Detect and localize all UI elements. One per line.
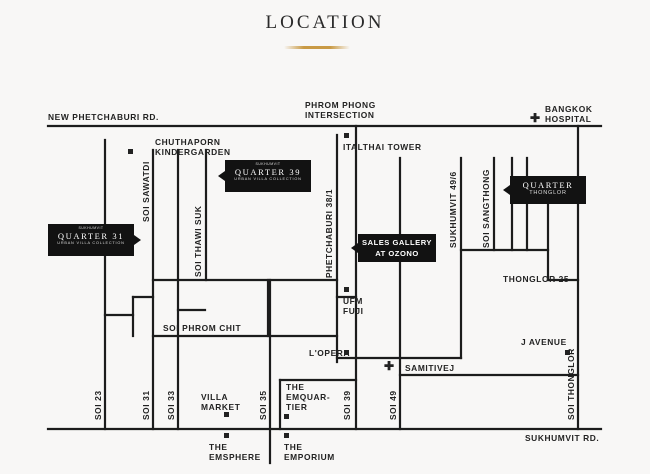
label-emsphere-line2: EMSPHERE <box>209 452 261 462</box>
sales-line1: SALES GALLERY <box>362 238 432 247</box>
road-label-samitivej: SAMITIVEJ <box>405 363 455 373</box>
project-tag-quarter-thonglor[interactable]: QUARTER THONGLOR <box>510 176 586 204</box>
road-label-thonglor-25: THONGLOR 25 <box>503 274 570 284</box>
project-tag-quarter-31[interactable]: SUKHUMVIT QUARTER 31 URBAN VILLA COLLECT… <box>48 224 134 256</box>
road-label-soi-49: SOI 49 <box>388 390 398 420</box>
label-chuthaporn-line2: KINDERGARDEN <box>155 147 231 157</box>
road-label-soi-sawatdi: SOI SAWATDI <box>141 161 151 222</box>
q39-pointer-icon <box>218 171 225 181</box>
chuthaporn-marker-icon <box>128 149 133 154</box>
label-bangkok-hospital-line1: BANGKOK <box>545 104 593 114</box>
road-label-new-phetchaburi: NEW PHETCHABURI RD. <box>48 112 159 122</box>
label-villa-market-line1: VILLA <box>201 392 229 402</box>
label-emporium-line2: EMPORIUM <box>284 452 335 462</box>
q31-sub: URBAN VILLA COLLECTION <box>57 241 125 245</box>
label-chuthaporn-line1: CHUTHAPORN <box>155 137 221 147</box>
label-emquartier-line2: EMQUAR- <box>286 392 331 402</box>
q31-pointer-icon <box>134 235 141 245</box>
qthonglor-name: QUARTER <box>522 180 574 190</box>
road-label-soi-33: SOI 33 <box>166 390 176 420</box>
label-j-avenue: J AVENUE <box>521 337 567 347</box>
label-emsphere-line1: THE <box>209 442 228 452</box>
road-label-soi-sangthong: SOI SANGTHONG <box>481 169 491 248</box>
road-label-soi-35: SOI 35 <box>258 390 268 420</box>
label-emquartier-line3: TIER <box>286 402 308 412</box>
emquartier-marker-icon <box>284 414 289 419</box>
villa-market-marker-icon <box>224 412 229 417</box>
samitivej-cross-icon: ✚ <box>384 359 395 373</box>
q31-small: SUKHUMVIT <box>78 226 104 230</box>
road-label-phetchaburi-38-1: PHETCHABURI 38/1 <box>324 188 334 278</box>
sales-pointer-icon <box>351 243 358 253</box>
emsphere-marker-icon <box>224 433 229 438</box>
road-label-soi-thonglor: SOI THONGLOR <box>566 348 576 420</box>
sales-gallery-tag[interactable]: SALES GALLERY AT OZONO <box>358 234 436 262</box>
q39-sub: URBAN VILLA COLLECTION <box>234 177 302 181</box>
ufm-marker-icon <box>344 287 349 292</box>
road-label-soi-31: SOI 31 <box>141 390 151 420</box>
page-title: LOCATION <box>265 12 385 33</box>
label-phrom-phong-line2: INTERSECTION <box>305 110 375 120</box>
qthonglor-pointer-icon <box>503 185 510 195</box>
lopera-marker-icon <box>344 350 349 355</box>
label-emquartier-line1: THE <box>286 382 305 392</box>
title-underline <box>284 46 350 49</box>
label-phrom-phong-line1: PHROM PHONG <box>305 100 376 110</box>
emporium-marker-icon <box>284 433 289 438</box>
italthai-marker-icon <box>344 133 349 138</box>
road-label-soi-23: SOI 23 <box>93 390 103 420</box>
q31-name: QUARTER 31 <box>57 231 125 241</box>
project-tag-quarter-39[interactable]: SUKHUMVIT QUARTER 39 URBAN VILLA COLLECT… <box>225 160 311 192</box>
label-bangkok-hospital-line2: HOSPITAL <box>545 114 592 124</box>
road-label-soi-thawi-suk: SOI THAWI SUK <box>193 205 203 277</box>
q39-name: QUARTER 39 <box>234 167 302 177</box>
road-label-soi-phrom-chit: SOI PHROM CHIT <box>163 323 242 333</box>
sales-line2: AT OZONO <box>375 249 419 258</box>
label-ufm-line1: UFM <box>343 296 363 306</box>
q39-small: SUKHUMVIT <box>255 162 281 166</box>
label-emporium-line1: THE <box>284 442 303 452</box>
qthonglor-sub: THONGLOR <box>529 190 567 196</box>
j-avenue-marker-icon <box>565 350 570 355</box>
road-label-sukhumvit-49-6: SUKHUMVIT 49/6 <box>448 171 458 248</box>
road-label-soi-39: SOI 39 <box>342 390 352 420</box>
label-ufm-line2: FUJI <box>343 306 364 316</box>
label-villa-market-line2: MARKET <box>201 402 241 412</box>
label-italthai-tower: ITALTHAI TOWER <box>343 142 422 152</box>
road-label-sukhumvit: SUKHUMVIT RD. <box>525 433 600 443</box>
label-lopera: L'OPERA <box>309 348 351 358</box>
hospital-cross-icon: ✚ <box>530 111 541 125</box>
